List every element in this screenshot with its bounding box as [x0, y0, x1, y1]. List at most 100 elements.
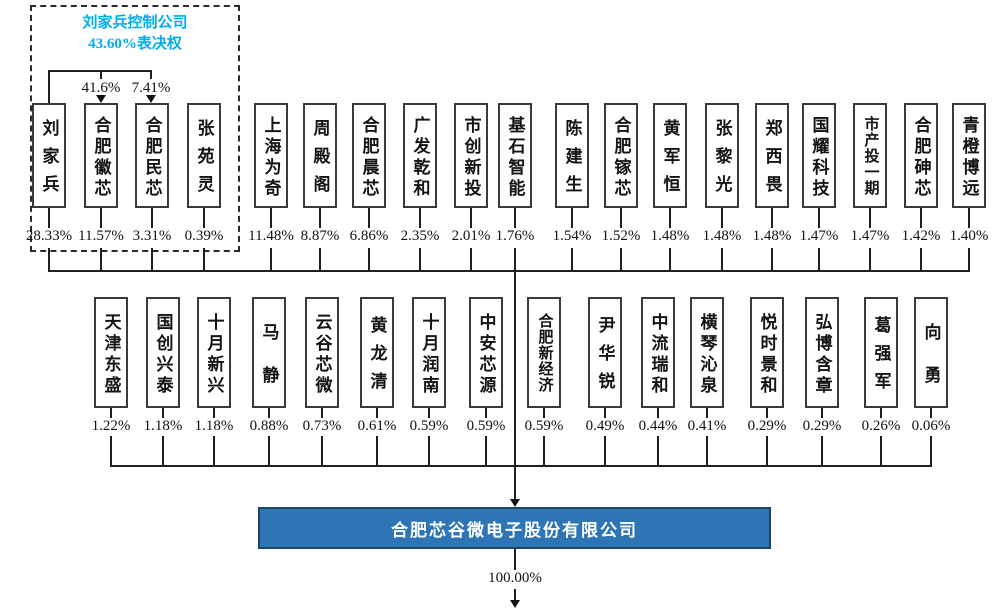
stake-connector-line	[620, 248, 622, 270]
shareholder-name: 合肥徽芯	[91, 115, 111, 200]
shareholder-box: 合肥新经济	[527, 297, 561, 408]
ownership-pct-label: 0.59%	[524, 418, 564, 434]
shareholder-box: 黄军恒	[653, 103, 687, 208]
stake-connector-line	[203, 248, 205, 270]
ownership-pct-label: 1.47%	[799, 228, 839, 244]
shareholder-box: 基石智能	[498, 103, 532, 208]
stake-connector-line	[920, 248, 922, 270]
shareholder-box: 广发乾和	[403, 103, 437, 208]
stake-connector-line	[543, 408, 545, 418]
shareholder-name: 中流瑞和	[648, 312, 668, 397]
stake-connector-line	[721, 208, 723, 228]
company-box: 合肥芯谷微电子股份有限公司	[258, 507, 771, 549]
ownership-pct-label: 0.26%	[861, 418, 901, 434]
stake-connector-line	[766, 436, 768, 465]
shareholder-name: 尹华锐	[595, 316, 615, 400]
shareholder-name: 十月润南	[419, 312, 439, 397]
company-tail-line	[514, 589, 516, 600]
stake-connector-line	[151, 248, 153, 270]
shareholder-box: 弘博含章	[805, 297, 839, 408]
shareholder-name: 向勇	[921, 322, 941, 409]
ownership-pct-label: 28.33%	[25, 228, 73, 244]
ownership-pct-label: 11.48%	[248, 228, 294, 244]
stake-connector-line	[930, 436, 932, 465]
ownership-pct-label: 1.42%	[901, 228, 941, 244]
ownership-pct-label: 1.48%	[702, 228, 742, 244]
stake-connector-line	[880, 436, 882, 465]
stake-connector-line	[869, 208, 871, 228]
control-group-title-line1: 刘家兵控制公司	[82, 15, 188, 31]
shareholder-box: 刘家兵	[32, 103, 66, 208]
control-link-label: 7.41%	[131, 80, 171, 96]
stake-connector-line	[514, 248, 516, 270]
arrow-down-icon	[96, 95, 106, 103]
ownership-pct-label: 1.18%	[194, 418, 234, 434]
stake-connector-line	[162, 408, 164, 418]
ownership-pct-label: 2.01%	[451, 228, 491, 244]
shareholder-box: 中安芯源	[469, 297, 503, 408]
shareholder-name: 天津东盛	[101, 312, 121, 397]
ownership-pct-label: 0.29%	[747, 418, 787, 434]
row2-bus-line	[110, 465, 932, 467]
shareholder-name: 上海为奇	[261, 115, 281, 200]
stake-connector-line	[706, 436, 708, 465]
shareholder-box: 十月润南	[412, 297, 446, 408]
control-bracket-tick-right	[150, 70, 152, 79]
stake-connector-line	[821, 408, 823, 418]
shareholder-name: 广发乾和	[410, 115, 430, 200]
stake-connector-line	[270, 248, 272, 270]
ownership-pct-label: 0.41%	[687, 418, 727, 434]
shareholder-name: 陈建生	[562, 119, 582, 203]
ownership-pct-label: 0.59%	[409, 418, 449, 434]
shareholder-box: 合肥徽芯	[84, 103, 118, 208]
stake-connector-line	[270, 208, 272, 228]
shareholder-name: 合肥新经济	[536, 313, 553, 393]
ownership-pct-label: 6.86%	[349, 228, 389, 244]
shareholder-box: 黄龙清	[360, 297, 394, 408]
ownership-pct-label: 0.61%	[357, 418, 397, 434]
shareholder-box: 陈建生	[555, 103, 589, 208]
stake-connector-line	[162, 436, 164, 465]
ownership-pct-label: 0.44%	[638, 418, 678, 434]
shareholder-box: 国创兴泰	[146, 297, 180, 408]
ownership-pct-label: 1.22%	[91, 418, 131, 434]
shareholder-box: 合肥砷芯	[904, 103, 938, 208]
stake-connector-line	[419, 248, 421, 270]
control-group-title-line2: 43.60%表决权	[88, 36, 182, 52]
shareholder-name: 中安芯源	[476, 312, 496, 397]
stake-connector-line	[428, 408, 430, 418]
shareholder-box: 悦时景和	[750, 297, 784, 408]
shareholder-name: 郑西畏	[762, 119, 782, 203]
stake-connector-line	[368, 208, 370, 228]
trunk-line	[514, 270, 516, 500]
ownership-pct-label: 0.88%	[249, 418, 289, 434]
ownership-pct-label: 3.31%	[132, 228, 172, 244]
control-link-label: 41.6%	[81, 80, 121, 96]
arrow-down-icon	[510, 600, 520, 608]
stake-connector-line	[485, 408, 487, 418]
row1-bus-line	[48, 270, 970, 272]
shareholder-name: 基石智能	[505, 115, 525, 200]
stake-connector-line	[968, 248, 970, 270]
shareholder-box: 合肥民芯	[135, 103, 169, 208]
stake-connector-line	[470, 208, 472, 228]
ownership-pct-label: 11.57%	[78, 228, 124, 244]
stake-connector-line	[321, 436, 323, 465]
shareholder-name: 市产投一期	[862, 116, 879, 196]
stake-connector-line	[657, 408, 659, 418]
stake-connector-line	[213, 408, 215, 418]
ownership-pct-label: 0.39%	[184, 228, 224, 244]
ownership-pct-label: 1.54%	[552, 228, 592, 244]
shareholder-name: 张苑灵	[194, 119, 214, 203]
shareholder-box: 天津东盛	[94, 297, 128, 408]
stake-connector-line	[268, 408, 270, 418]
ownership-pct-label: 1.52%	[601, 228, 641, 244]
stake-connector-line	[880, 408, 882, 418]
stake-connector-line	[470, 248, 472, 270]
stake-connector-line	[376, 408, 378, 418]
stake-connector-line	[203, 208, 205, 228]
shareholder-box: 市产投一期	[853, 103, 887, 208]
shareholder-name: 合肥晨芯	[359, 115, 379, 200]
stake-connector-line	[485, 436, 487, 465]
